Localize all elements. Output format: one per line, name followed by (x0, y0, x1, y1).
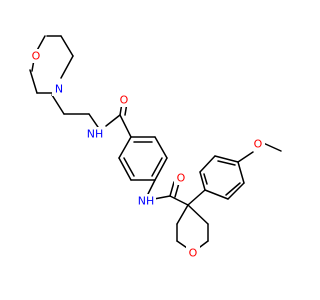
bond (51, 94, 65, 115)
molecule-structure: O N NH O NH O O O (29, 35, 282, 260)
atom-label-methoxy-oxygen: O (254, 138, 263, 151)
bond (225, 182, 241, 196)
bond (169, 181, 175, 197)
bond (29, 69, 38, 94)
bond (60, 35, 74, 57)
bond (105, 114, 121, 127)
bond (214, 155, 239, 163)
bond (199, 155, 216, 173)
bond (174, 182, 180, 198)
bond (237, 161, 245, 184)
bond (147, 179, 156, 195)
bond (118, 157, 132, 181)
bond (118, 136, 132, 159)
bond (119, 114, 132, 138)
bond (204, 189, 229, 200)
atom-labels: O N NH O NH O O O (29, 49, 265, 260)
figure-canvas: O N NH O NH O O O (29, 35, 282, 260)
bond (237, 151, 254, 163)
bond (169, 195, 189, 206)
bond (217, 160, 236, 166)
bond (203, 173, 208, 185)
atom-label-morpholine-oxygen: O (32, 50, 41, 63)
bond (199, 171, 206, 191)
bond (154, 136, 168, 159)
bond (151, 157, 163, 177)
atom-label-morpholine-nitrogen: N (55, 83, 63, 96)
bond (154, 157, 168, 181)
atom-label-amide-nh-2: NH (138, 195, 155, 208)
bond (60, 55, 74, 79)
atom-label-amide-nh-1: NH (87, 128, 104, 141)
atom-label-oxane-oxygen: O (189, 247, 198, 260)
bond (187, 189, 206, 206)
atom-label-carbonyl-oxygen-1: O (120, 94, 129, 107)
bond (123, 157, 135, 177)
bond (187, 204, 209, 225)
bond (227, 182, 245, 200)
bond (176, 204, 189, 225)
bonds (29, 35, 282, 251)
atom-label-carbonyl-oxygen-2: O (177, 172, 186, 185)
bond (153, 195, 171, 200)
